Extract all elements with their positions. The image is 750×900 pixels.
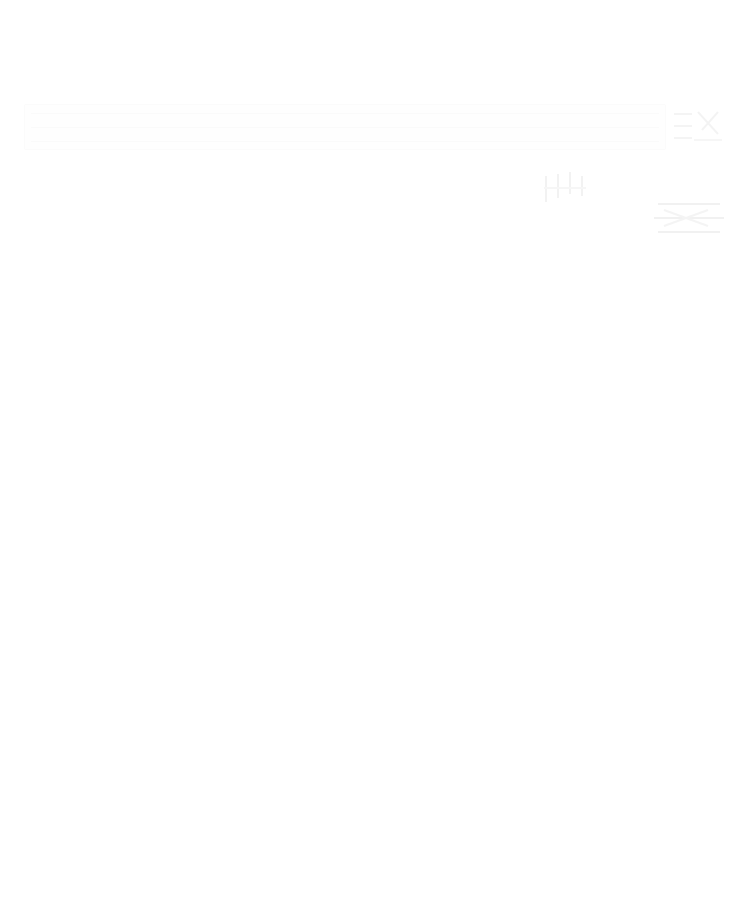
search-icon[interactable] — [668, 104, 726, 150]
search-input-line — [31, 113, 659, 114]
search-input-line — [31, 141, 659, 142]
search-input[interactable] — [24, 104, 666, 150]
menu-icon[interactable] — [648, 196, 728, 248]
search-input-line — [31, 127, 659, 128]
logo-glyph-icon — [540, 168, 596, 208]
